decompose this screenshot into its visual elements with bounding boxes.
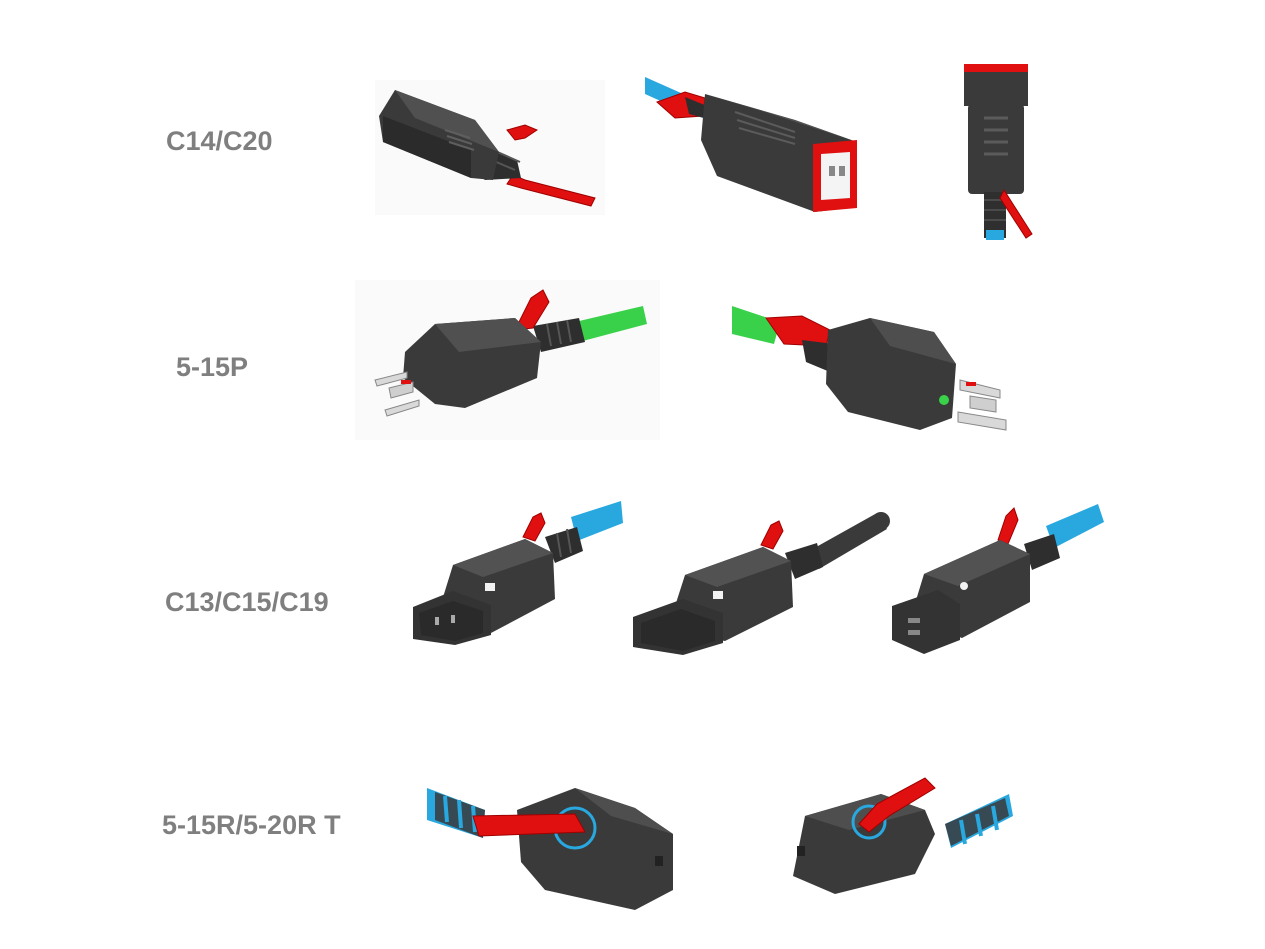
c20-plug-front-icon xyxy=(645,77,857,212)
row-label-c13-c15-c19: C13/C15/C19 xyxy=(165,587,329,617)
c20-plug-vertical-icon xyxy=(964,64,1033,240)
row-label-5-15r-5-20r-t: 5-15R/5-20R T xyxy=(162,810,341,840)
row-label-c14-c20: C14/C20 xyxy=(166,126,273,156)
c13-connector-icon xyxy=(413,501,623,645)
c14-plug-left-icon xyxy=(375,80,605,215)
nema-5-15r-locking-right-icon xyxy=(793,777,1013,894)
row-label-5-15p: 5-15P xyxy=(176,352,249,382)
c15-connector-icon xyxy=(633,512,890,655)
nema-5-15p-plug-left-icon xyxy=(355,280,660,440)
nema-5-15p-plug-right-icon xyxy=(732,306,1007,431)
c19-connector-icon xyxy=(892,504,1104,654)
nema-5-15r-locking-left-icon xyxy=(427,788,673,910)
